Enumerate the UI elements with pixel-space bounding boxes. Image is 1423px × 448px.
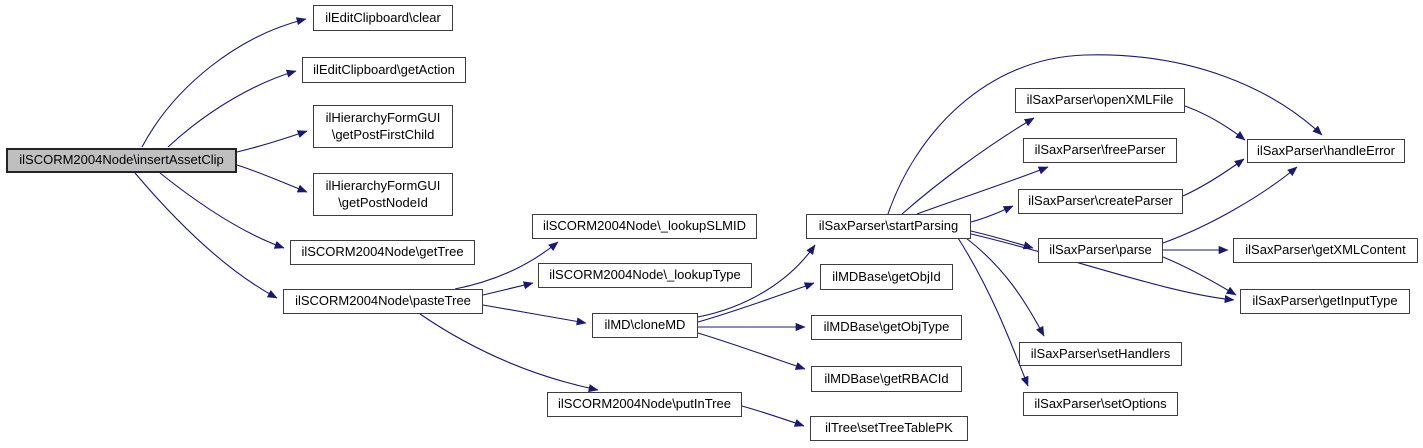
node-clear[interactable]: ilEditClipboard\clear: [313, 5, 453, 31]
node-putInTree[interactable]: ilSCORM2004Node\putInTree: [547, 392, 742, 417]
node-pasteTree[interactable]: ilSCORM2004Node\pasteTree: [283, 289, 483, 314]
node-setHandlers[interactable]: ilSaxParser\setHandlers: [1019, 342, 1182, 366]
edge-startParsing-setOptions: [957, 237, 1029, 387]
node-cloneMD[interactable]: ilMD\cloneMD: [592, 313, 698, 338]
node-getTree[interactable]: ilSCORM2004Node\getTree: [290, 240, 475, 265]
node-lookupType[interactable]: ilSCORM2004Node\_lookupType: [538, 263, 752, 288]
edge-startParsing-parse: [970, 230, 1034, 250]
edge-startParsing-handleError: [887, 54, 1323, 215]
edge-startParsing-freeParser: [916, 166, 1049, 215]
node-getInputType[interactable]: ilSaxParser\getInputType: [1240, 289, 1410, 314]
edge-pasteTree-lookupSLMID: [454, 241, 559, 290]
node-createParser[interactable]: ilSaxParser\createParser: [1018, 189, 1183, 214]
node-getObjType[interactable]: ilMDBase\getObjType: [811, 315, 962, 340]
edge-startParsing-openXMLFile: [901, 117, 1035, 215]
edge-openXMLFile-handleError: [1184, 105, 1246, 141]
edge-insertAssetClip-getTree: [159, 172, 285, 249]
node-setTreeTablePK[interactable]: ilTree\setTreeTablePK: [810, 416, 968, 441]
node-getAction[interactable]: ilEditClipboard\getAction: [302, 57, 466, 83]
node-openXMLFile[interactable]: ilSaxParser\openXMLFile: [1015, 88, 1185, 113]
edge-insertAssetClip-pasteTree: [134, 172, 278, 299]
node-getPostFirstChild[interactable]: ilHierarchyFormGUI \getPostFirstChild: [313, 105, 453, 148]
edge-startParsing-createParser: [970, 205, 1014, 223]
node-startParsing[interactable]: ilSaxParser\startParsing: [806, 214, 971, 239]
node-getPostNodeId[interactable]: ilHierarchyFormGUI \getPostNodeId: [313, 173, 453, 216]
edge-startParsing-setHandlers: [965, 237, 1045, 337]
edge-parse-getInputType: [1162, 256, 1237, 296]
edge-parse-handleError: [1162, 166, 1298, 244]
edge-pasteTree-lookupType: [482, 281, 534, 296]
node-parse[interactable]: ilSaxParser\parse: [1038, 238, 1163, 263]
edge-cloneMD-startParsing: [697, 244, 816, 318]
edge-insertAssetClip-getAction: [167, 69, 297, 148]
edge-insertAssetClip-clear: [141, 17, 307, 148]
node-getObjId[interactable]: ilMDBase\getObjId: [820, 264, 953, 290]
node-handleError[interactable]: ilSaxParser\handleError: [1247, 139, 1405, 163]
node-getXMLContent[interactable]: ilSaxParser\getXMLContent: [1233, 238, 1418, 263]
node-getRBACId[interactable]: ilMDBase\getRBACId: [811, 366, 962, 392]
node-freeParser[interactable]: ilSaxParser\freeParser: [1023, 138, 1177, 163]
edge-startParsing-getInputType: [970, 233, 1235, 304]
edge-cloneMD-getObjId: [697, 282, 815, 323]
edge-insertAssetClip-getPostFirstChild: [236, 130, 308, 153]
edge-insertAssetClip-getPostNodeId: [236, 164, 308, 193]
edge-pasteTree-putInTree: [419, 313, 599, 393]
node-setOptions[interactable]: ilSaxParser\setOptions: [1023, 392, 1178, 416]
edge-cloneMD-getRBACId: [697, 332, 806, 370]
edge-createParser-handleError: [1182, 158, 1245, 197]
node-lookupSLMID[interactable]: ilSCORM2004Node\_lookupSLMID: [532, 214, 757, 239]
edge-putInTree-setTreeTablePK: [741, 405, 805, 427]
node-insertAssetClip: ilSCORM2004Node\insertAssetClip: [6, 148, 237, 173]
edge-pasteTree-cloneMD: [482, 304, 587, 326]
